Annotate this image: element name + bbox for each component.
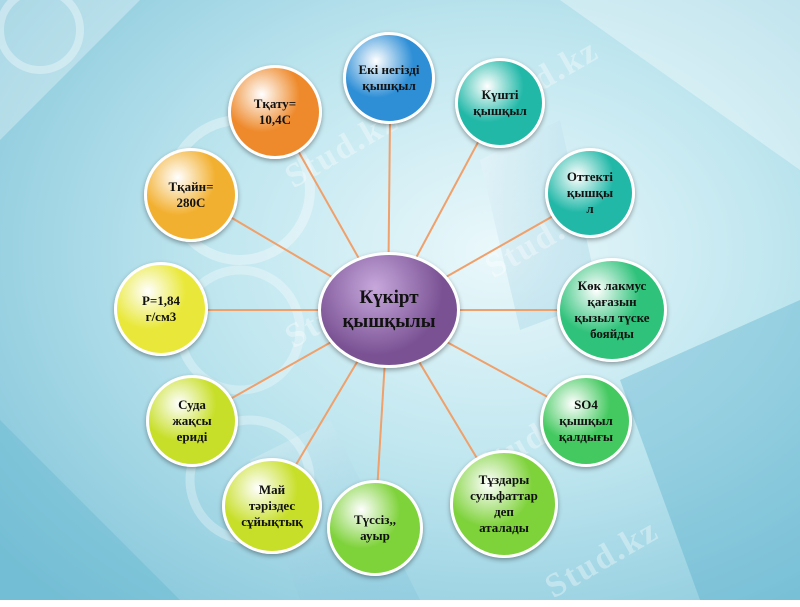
node-label: P=1,84 г/см3 [141,292,181,324]
node-label: Тқайн= 280С [168,178,214,210]
node-label: Май тәріздес сұйықтық [241,481,303,530]
node-mai: Май тәріздес сұйықтық [222,458,322,554]
node-density: P=1,84 г/см3 [114,262,208,356]
node-tuzdary: Тұздары сульфаттар деп аталады [450,450,558,558]
node-label: Тқату= 10,4С [253,95,297,127]
node-suda: Суда жақсы ериді [146,375,238,467]
node-label: Екі негізді қышқыл [358,61,420,93]
node-label: Күшті қышқыл [473,86,527,118]
node-eki-negizdi: Екі негізді қышқыл [343,32,435,124]
center-node: Күкірт қышқылы [318,252,460,368]
node-label: Көк лакмус қағазын қызыл түске бояйды [574,277,650,342]
node-tussiz: Түссіз,, ауыр [327,480,423,576]
node-so4: SO4 қышқыл қалдығы [540,375,632,467]
node-ottekti: Оттекті қышқы л [545,148,635,238]
node-label: SO4 қышқыл қалдығы [558,396,614,445]
node-label: Суда жақсы ериді [172,396,212,445]
node-tkatu: Тқату= 10,4С [228,65,322,159]
center-label: Күкірт қышқылы [342,287,436,332]
node-label: Оттекті қышқы л [566,168,614,217]
node-label: Тұздары сульфаттар деп аталады [470,471,538,536]
node-kok-lakmus: Көк лакмус қағазын қызыл түске бояйды [557,258,667,362]
node-tkaiyn: Тқайн= 280С [144,148,238,242]
node-kushti: Күшті қышқыл [455,58,545,148]
node-label: Түссіз,, ауыр [353,511,397,543]
